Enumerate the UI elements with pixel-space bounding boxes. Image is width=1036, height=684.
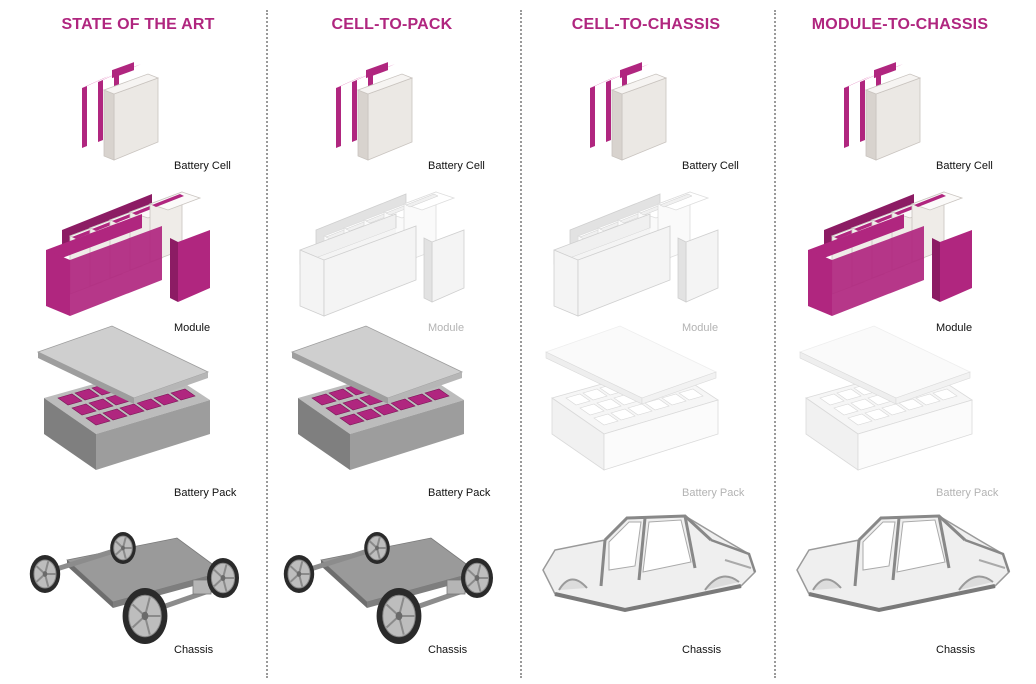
column-divider <box>774 10 776 678</box>
battery-pack-label: Battery Pack <box>428 487 491 499</box>
chassis-label: Chassis <box>174 644 214 656</box>
module-figure <box>553 191 719 317</box>
column-divider <box>520 10 522 678</box>
battery-pack-label: Battery Pack <box>174 487 237 499</box>
chassis-figure <box>29 532 239 644</box>
battery-pack-label: Battery Pack <box>682 487 745 499</box>
chassis-label: Chassis <box>936 644 976 656</box>
column-title: MODULE-TO-CHASSIS <box>811 16 989 33</box>
module-figure <box>46 191 210 316</box>
column-title: CELL-TO-CHASSIS <box>571 16 721 33</box>
battery-pack-figure <box>798 325 973 471</box>
battery-cell-figure <box>336 62 414 161</box>
chassis-figure <box>796 514 1011 613</box>
battery-cell-label: Battery Cell <box>174 160 231 172</box>
battery-pack-label: Battery Pack <box>936 487 999 499</box>
module-label: Module <box>174 322 211 334</box>
battery-cell-figure <box>590 62 668 161</box>
battery-cell-figure <box>844 62 922 161</box>
battery-pack-figure <box>36 325 210 470</box>
chassis-figure <box>542 514 757 613</box>
chassis-label: Chassis <box>428 644 468 656</box>
chassis-figure <box>283 532 493 644</box>
battery-cell-label: Battery Cell <box>682 160 739 172</box>
column-title: CELL-TO-PACK <box>331 16 453 33</box>
module-figure <box>808 191 972 316</box>
battery-cell-figure <box>82 62 160 161</box>
chassis-label: Chassis <box>682 644 722 656</box>
battery-pack-figure <box>290 325 464 470</box>
module-label: Module <box>428 322 465 334</box>
module-figure <box>299 191 465 317</box>
column-title: STATE OF THE ART <box>61 16 215 33</box>
module-label: Module <box>936 322 973 334</box>
battery-cell-label: Battery Cell <box>428 160 485 172</box>
column-divider <box>266 10 268 678</box>
battery-cell-label: Battery Cell <box>936 160 993 172</box>
battery-pack-figure <box>544 325 719 471</box>
module-label: Module <box>682 322 719 334</box>
